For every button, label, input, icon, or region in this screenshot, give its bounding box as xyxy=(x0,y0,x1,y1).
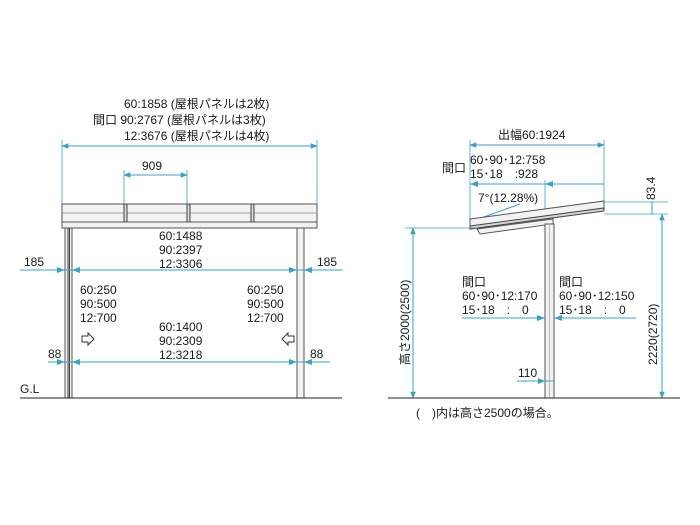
post-note-right-line1: 60･90･12:150 xyxy=(559,289,635,303)
footnote: ( )内は高さ2500の場合。 xyxy=(416,405,559,420)
inner-span-arrow-left xyxy=(72,267,80,273)
front-post-left-detail xyxy=(67,227,70,399)
inner-span-line1: 60:1488 xyxy=(159,229,203,243)
side-offset-right: 185 xyxy=(317,255,337,269)
roof-beam xyxy=(61,221,318,229)
post-width-label: 110 xyxy=(518,366,537,380)
post-note-left-arrow xyxy=(537,315,545,321)
frontage-title: 間口 xyxy=(442,161,466,175)
left-offset-line1: 60:250 xyxy=(80,283,117,297)
inner-span-arrow-right xyxy=(289,267,297,273)
panel-joint-2 xyxy=(186,203,191,223)
arrow-right-icon xyxy=(81,331,95,347)
arrow-left-icon xyxy=(281,331,295,347)
post-arrow-right xyxy=(304,359,312,365)
post-note-left-line1: 60･90･12:170 xyxy=(462,289,538,303)
offset-arrow-right xyxy=(304,267,312,273)
inner-span-line2: 90:2397 xyxy=(159,243,203,257)
front-post-right xyxy=(296,227,305,399)
post-note-left-line2: 15･18 : 0 xyxy=(462,303,529,317)
post-note-right-arrow xyxy=(554,315,562,321)
top-span-line3: 12:3676 (屋根パネルは4枚) xyxy=(124,128,269,143)
post-right-label: 88 xyxy=(310,347,324,361)
post-note-right-line2: 15･18 : 0 xyxy=(559,303,626,317)
inner-span-line3: 12:3306 xyxy=(159,257,203,271)
frontage-arrow-left xyxy=(470,181,478,187)
post-span-line2: 90:2309 xyxy=(159,334,203,348)
left-offset-line2: 90:500 xyxy=(80,297,117,311)
projection-label: 出幅60:1924 xyxy=(498,127,566,142)
right-offset-line1: 60:250 xyxy=(247,283,284,297)
post-width-arrow xyxy=(538,378,545,384)
post-note-right-title: 間口 xyxy=(559,275,583,289)
top-span-line2: 間口 90:2767 (屋根パネルは3枚) xyxy=(93,112,266,127)
right-offset-line2: 90:500 xyxy=(247,297,284,311)
panel-joint-3 xyxy=(250,203,255,223)
angle-label: 7°(12.28%) xyxy=(478,191,538,205)
right-offset-line3: 12:700 xyxy=(247,311,284,325)
frontage-arrow-mid xyxy=(545,181,553,187)
post-span-arrow-right xyxy=(289,359,297,365)
offset-arrow-left xyxy=(57,267,65,273)
post-arrow-left xyxy=(57,359,65,365)
frontage-line1: 60･90･12:758 xyxy=(470,153,546,167)
side-view: 出幅60:1924 間口 60･90･12:758 15･18 :928 7°(… xyxy=(388,127,680,420)
right-height-label: 2220(2720) xyxy=(646,304,660,365)
left-offset-line3: 12:700 xyxy=(80,311,117,325)
post-span-line3: 12:3218 xyxy=(159,348,203,362)
left-height-label: 高さ2000(2500) xyxy=(397,280,412,365)
post-span-line1: 60:1400 xyxy=(159,320,203,334)
post-note-left-title: 間口 xyxy=(462,275,486,289)
frontage-line2: 15･18 :928 xyxy=(470,167,538,181)
post-span-arrow-left xyxy=(72,359,80,365)
side-offset-left: 185 xyxy=(24,255,44,269)
ground-label: G.L xyxy=(20,382,40,396)
panel-width-label: 909 xyxy=(142,159,162,173)
panel-joint-1 xyxy=(123,203,128,223)
post-left-label: 88 xyxy=(48,347,62,361)
front-view: 60:1858 (屋根パネルは2枚) 間口 90:2767 (屋根パネルは3枚)… xyxy=(20,96,343,399)
top-span-line1: 60:1858 (屋根パネルは2枚) xyxy=(124,96,269,111)
right-top-label: 83.4 xyxy=(644,176,658,200)
